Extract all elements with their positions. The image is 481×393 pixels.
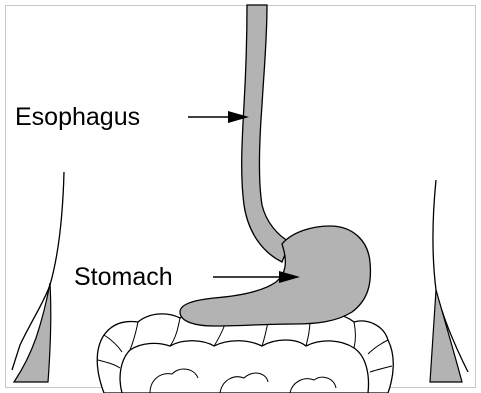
stomach-label: Stomach (74, 263, 173, 291)
esophagus-label: Esophagus (15, 103, 140, 131)
